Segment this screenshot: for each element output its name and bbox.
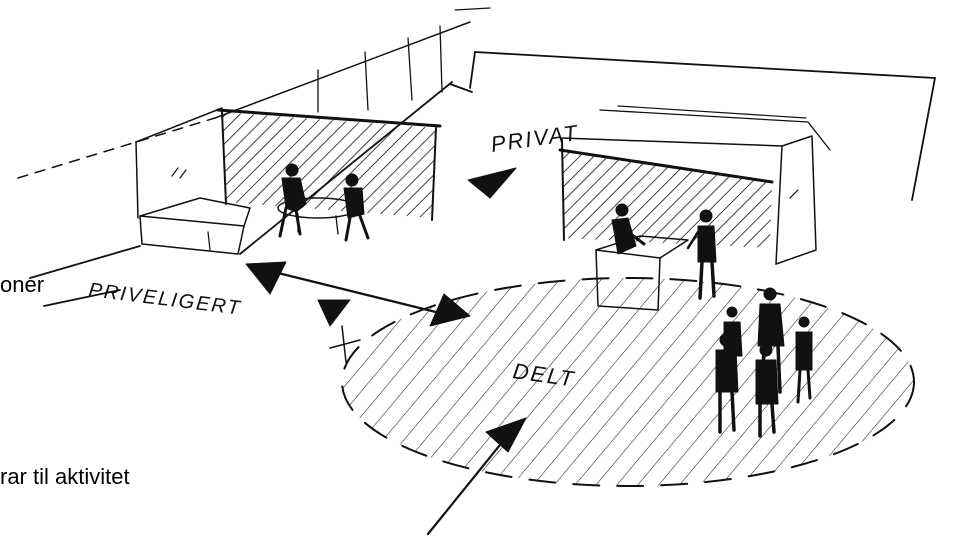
label-priveligert: PRIVELIGERT: [87, 279, 242, 320]
arrowhead-right: [429, 293, 471, 327]
left-hatched-wall: [216, 108, 442, 221]
people-group: [715, 287, 813, 438]
arrowhead-privat: [467, 167, 517, 199]
left-room: [17, 7, 491, 307]
arrowhead-priveligert: [317, 299, 351, 327]
person-at-desk: [611, 203, 646, 255]
shared-zone: [341, 277, 915, 487]
arrowhead-left: [245, 261, 287, 295]
seated-person-left: [278, 163, 307, 238]
arrows: [245, 167, 527, 536]
left-desk: [139, 197, 251, 255]
seated-person-right: [343, 173, 370, 242]
right-hatched-wall: [558, 139, 774, 248]
arrowhead-entrance: [485, 417, 527, 453]
person-standing-right: [686, 209, 717, 300]
right-room: [449, 51, 936, 311]
slide-text-line-2: rar til aktivitet: [0, 464, 130, 489]
